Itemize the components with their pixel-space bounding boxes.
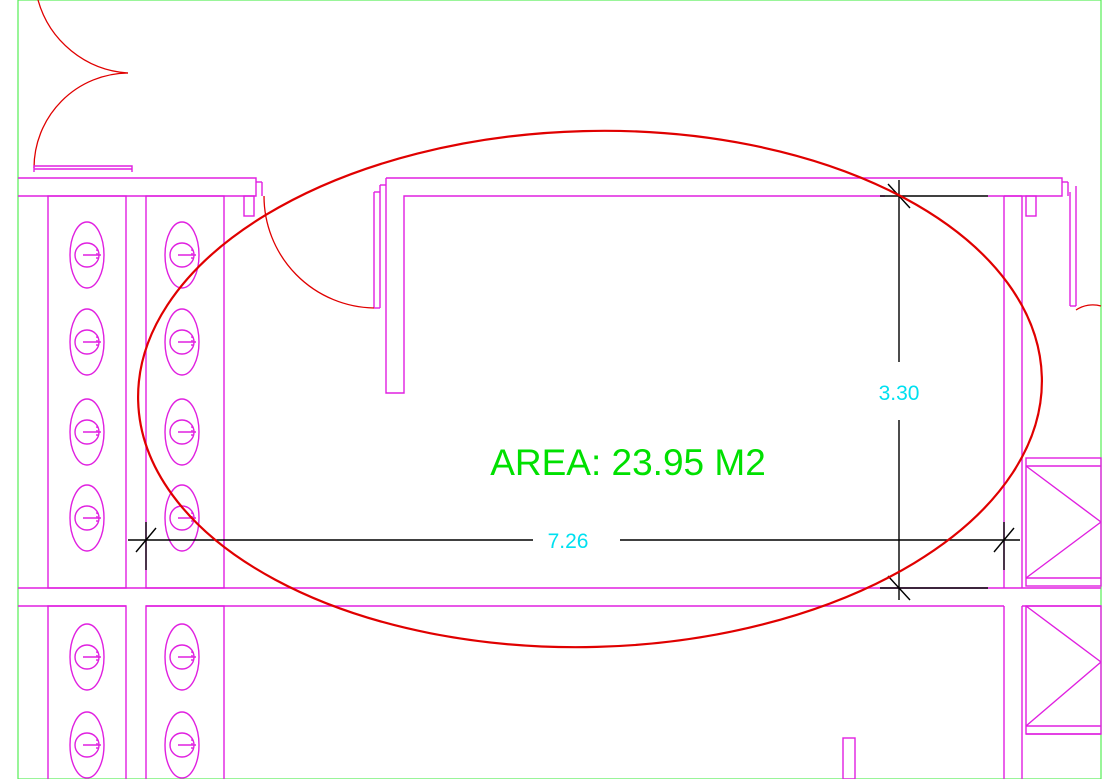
- viewport-border: [17, 0, 1102, 779]
- highlight-ellipse: [137, 129, 1043, 649]
- toilet-fixture-icon: [164, 398, 200, 466]
- toilet-fixture-icon: [69, 221, 105, 289]
- wall-right: [1003, 186, 1102, 588]
- toilet-fixture-icon: [164, 308, 200, 376]
- toilet-fixture-icon: [164, 221, 200, 289]
- toilet-fixture-icon: [69, 398, 105, 466]
- area-label: AREA: 23.95 M2: [490, 442, 766, 483]
- dimension-vertical: [880, 180, 988, 601]
- toilet-fixture-icon: [69, 711, 105, 779]
- door-swing-icon: [263, 195, 375, 309]
- stair-icon: [1025, 605, 1102, 735]
- stair-icon: [1025, 457, 1102, 587]
- room-wall-top: [373, 177, 1069, 394]
- door-swing-icon: [33, 0, 133, 172]
- toilet-fixture-icon: [69, 623, 105, 691]
- wall-top-left: [18, 177, 263, 217]
- dimension-vertical-label: 3.30: [879, 382, 920, 405]
- dimension-horizontal-label: 7.26: [548, 530, 589, 553]
- wall-middle: [18, 587, 1101, 779]
- toilet-fixture-icon: [164, 484, 200, 552]
- toilet-fixture-icon: [164, 711, 200, 779]
- toilet-fixture-icon: [69, 484, 105, 552]
- dimension-horizontal: [128, 522, 1020, 570]
- toilet-fixture-icon: [69, 308, 105, 376]
- fixtures-group: [69, 221, 200, 779]
- stall-partitions-lower: [47, 605, 225, 779]
- column-stub: [842, 737, 856, 779]
- stall-partitions-upper: [47, 195, 225, 589]
- toilet-fixture-icon: [164, 623, 200, 691]
